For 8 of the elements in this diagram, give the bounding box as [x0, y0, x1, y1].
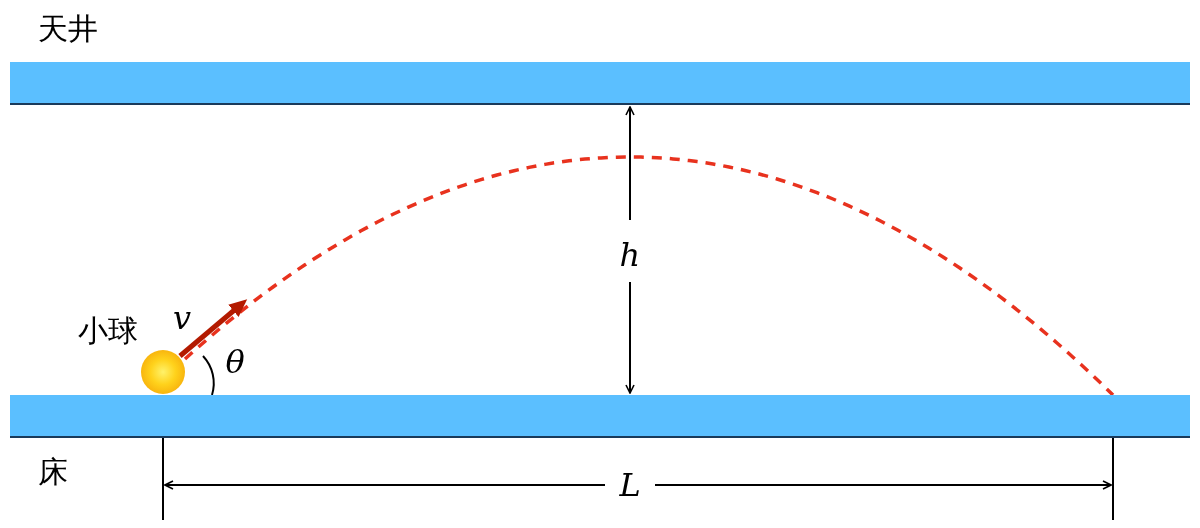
height-label: h [619, 237, 641, 273]
velocity-label: v [173, 300, 192, 336]
ball-label: 小球 [78, 314, 138, 348]
ceiling-label: 天井 [38, 12, 98, 46]
length-label: L [619, 467, 641, 503]
angle-label: θ [225, 344, 245, 380]
floor-label: 床 [38, 455, 68, 489]
trajectory-curve [183, 155, 1115, 397]
